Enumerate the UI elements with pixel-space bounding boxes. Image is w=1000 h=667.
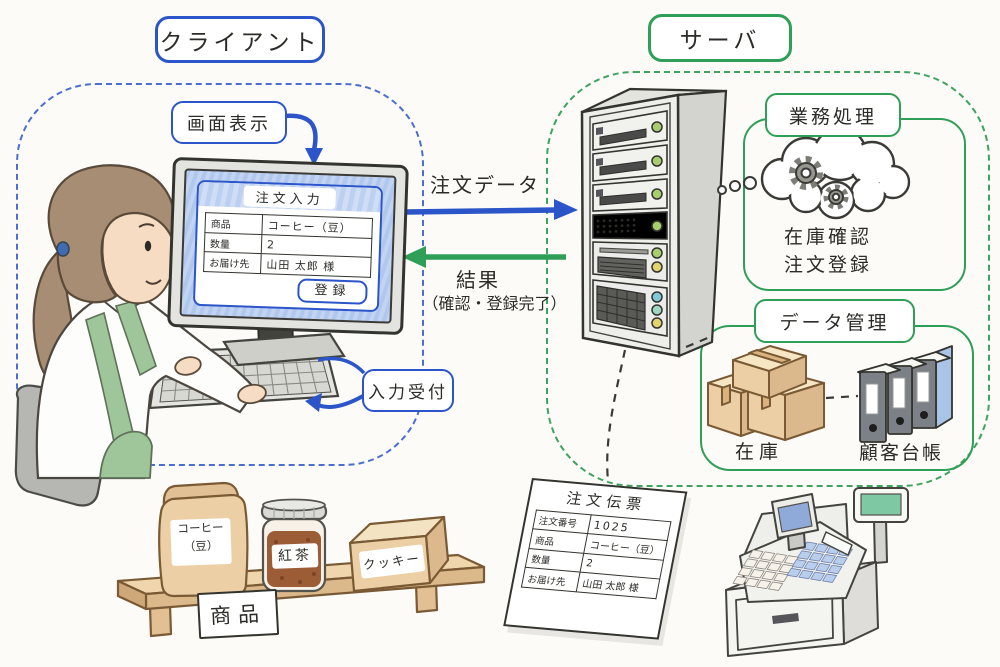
order-form-table: 商品 コーヒー（豆） 数量 2 お届け先 山田 太郎 様 bbox=[203, 212, 373, 278]
server-data-connector bbox=[685, 335, 711, 349]
operator-display bbox=[771, 493, 819, 551]
led-indicator bbox=[651, 188, 663, 200]
order-form-header: 注文入力 bbox=[198, 181, 382, 213]
ledger-caption: 顧客台帳 bbox=[858, 442, 943, 464]
hand bbox=[174, 356, 202, 376]
cash-register-icon bbox=[725, 487, 909, 657]
response-detail-label: （確認・登録完了） bbox=[422, 294, 567, 313]
request-label: 注文データ bbox=[430, 173, 540, 197]
woman-hair bbox=[47, 164, 176, 304]
register-button: 登録 bbox=[297, 278, 368, 305]
led-indicator bbox=[651, 247, 663, 259]
led-indicator bbox=[651, 121, 663, 133]
request-arrow bbox=[406, 199, 578, 220]
order-slip: 注文伝票 注文番号 1025 商品 コーヒー（豆） 数量 2 お届け先 山田 太… bbox=[503, 478, 688, 640]
led-indicator bbox=[651, 304, 663, 316]
row-value: 山田 太郎 様 bbox=[260, 253, 372, 278]
data-management-label: データ管理 bbox=[754, 299, 915, 343]
led-indicator bbox=[651, 155, 663, 167]
server-bay bbox=[592, 211, 668, 240]
apron bbox=[99, 430, 153, 479]
server-bay bbox=[592, 241, 668, 282]
woman-body bbox=[35, 291, 258, 480]
eyebrow bbox=[138, 223, 155, 228]
inventory-ledger-connector bbox=[825, 394, 859, 400]
eye bbox=[144, 240, 152, 252]
inventory-boxes-icon bbox=[707, 345, 825, 441]
smile bbox=[145, 279, 162, 285]
server-slip-connector bbox=[606, 349, 627, 482]
coffee-bag-label: コーヒー （豆） bbox=[170, 517, 232, 567]
order-form-title: 注文入力 bbox=[243, 184, 337, 210]
server-region bbox=[546, 71, 990, 487]
client-title: クライアント bbox=[155, 16, 325, 63]
led-indicator bbox=[651, 220, 663, 232]
thought-bubbles bbox=[717, 176, 757, 195]
row-label: お届け先 bbox=[203, 251, 262, 274]
screen-display-arrow bbox=[283, 113, 323, 166]
business-process-label: 業務処理 bbox=[765, 93, 901, 137]
row-label: お届け先 bbox=[521, 567, 581, 592]
order-slip-table: 注文番号 1025 商品 コーヒー（豆） 数量 2 お届け先 山田 太郎 様 bbox=[521, 509, 672, 599]
led-indicator bbox=[651, 291, 663, 303]
order-form: 注文入力 商品 コーヒー（豆） 数量 2 お届け先 山田 太郎 様 bbox=[192, 179, 384, 313]
row-label: 数量 bbox=[204, 232, 262, 254]
task-order-register: 注文登録 bbox=[783, 254, 872, 276]
server-title: サーバ bbox=[648, 14, 792, 62]
shelf-caption: 商品 bbox=[196, 588, 280, 640]
hand bbox=[237, 383, 267, 405]
inventory-caption: 在庫 bbox=[734, 441, 783, 463]
server-bay bbox=[592, 144, 668, 182]
process-cloud-icon bbox=[760, 126, 911, 220]
server-bay bbox=[592, 279, 668, 337]
monitor: 注文入力 商品 コーヒー（豆） 数量 2 お届け先 山田 太郎 様 bbox=[167, 156, 409, 336]
tea-jar-label: 紅茶 bbox=[271, 543, 319, 569]
hair-tie bbox=[56, 241, 70, 257]
task-inventory-check: 在庫確認 bbox=[783, 226, 872, 248]
client-region bbox=[16, 83, 424, 466]
customer-display bbox=[853, 487, 909, 564]
server-bay bbox=[592, 110, 668, 151]
server-rack-icon bbox=[580, 87, 728, 358]
monitor-screen: 注文入力 商品 コーヒー（豆） 数量 2 お届け先 山田 太郎 様 bbox=[179, 168, 397, 324]
response-label: 結果 bbox=[456, 268, 500, 292]
screen-display-label: 画面表示 bbox=[171, 101, 287, 144]
gear-icon bbox=[789, 156, 823, 190]
input-accept-arrow bbox=[305, 356, 366, 412]
hands bbox=[174, 356, 267, 405]
woman-face bbox=[47, 164, 176, 305]
response-arrow bbox=[402, 246, 566, 268]
row-label: 商品 bbox=[204, 212, 263, 235]
binder-files-icon bbox=[857, 345, 953, 443]
server-bay bbox=[592, 178, 668, 212]
input-accept-label: 入力受付 bbox=[362, 369, 454, 412]
led-indicator bbox=[651, 317, 663, 329]
led-indicator bbox=[651, 261, 663, 273]
gear-icon bbox=[823, 184, 849, 210]
